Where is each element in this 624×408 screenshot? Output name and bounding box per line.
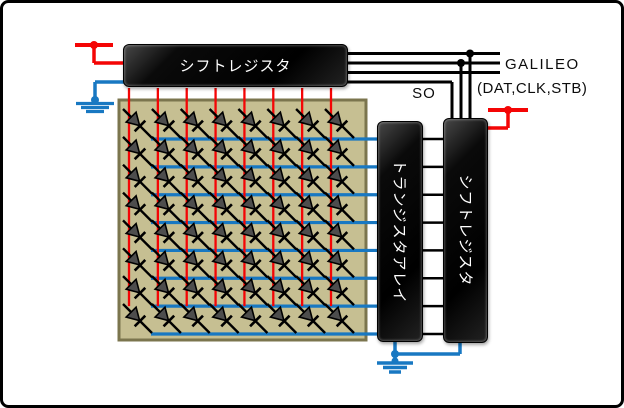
transistor-array-label: トランジスタアレイ (390, 159, 408, 304)
connector-stubs (420, 137, 446, 336)
so-label: SO (412, 85, 436, 102)
earth-ground-icon (76, 80, 125, 114)
galileo-label: GALILEO (505, 56, 580, 73)
shift-register-right-box: シフトレジスタ (443, 118, 488, 343)
shift-register-top-label: シフトレジスタ (179, 58, 292, 75)
transistor-array-box: トランジスタアレイ (377, 121, 423, 342)
led-matrix-board (117, 98, 368, 342)
row-wires (151, 137, 380, 336)
shift-register-right-label: シフトレジスタ (456, 174, 474, 287)
power-rail-icon (486, 106, 528, 130)
galileo-pins-label: (DAT,CLK,STB) (477, 80, 588, 97)
power-rail-icon (75, 41, 125, 65)
shift-register-top-box: シフトレジスタ (123, 44, 348, 87)
earth-ground-icon (377, 342, 462, 374)
signal-bus (345, 49, 500, 120)
